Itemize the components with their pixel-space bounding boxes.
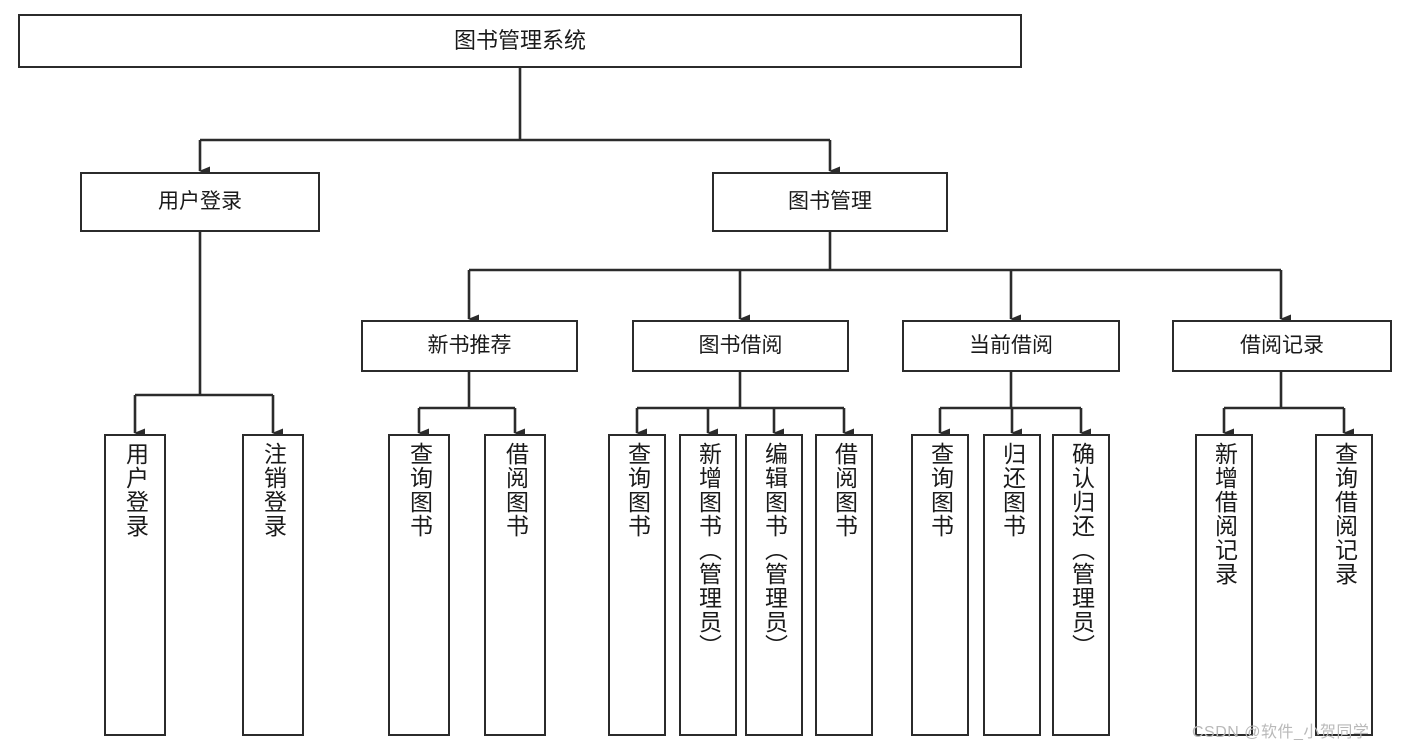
node-leaf-confirm-return-admin[interactable]: 确认归还（管理员） — [1052, 434, 1110, 736]
node-root[interactable]: 图书管理系统 — [18, 14, 1022, 68]
node-new-book-recommend-label: 新书推荐 — [427, 333, 512, 357]
node-leaf-query-borrow-record[interactable]: 查询借阅记录 — [1315, 434, 1373, 736]
node-leaf-user-login[interactable]: 用户登录 — [104, 434, 166, 736]
node-leaf-query-book-1[interactable]: 查询图书 — [388, 434, 450, 736]
node-leaf-borrow-book-1[interactable]: 借阅图书 — [484, 434, 546, 736]
node-book-manage[interactable]: 图书管理 — [712, 172, 948, 232]
node-book-manage-label: 图书管理 — [788, 189, 872, 213]
node-leaf-return-book[interactable]: 归还图书 — [983, 434, 1041, 736]
node-root-label: 图书管理系统 — [453, 28, 586, 54]
node-leaf-add-borrow-record-label: 新增借阅记录 — [1211, 442, 1238, 586]
node-leaf-borrow-book-1-label: 借阅图书 — [502, 442, 529, 538]
node-leaf-user-login-label: 用户登录 — [122, 442, 149, 538]
node-leaf-query-book-1-label: 查询图书 — [406, 442, 433, 538]
node-user-login[interactable]: 用户登录 — [80, 172, 320, 232]
node-leaf-confirm-return-admin-label: 确认归还（管理员） — [1068, 442, 1095, 658]
node-borrow-record[interactable]: 借阅记录 — [1172, 320, 1392, 372]
node-leaf-query-book-2[interactable]: 查询图书 — [608, 434, 666, 736]
watermark-text: CSDN @软件_小贺同学 — [1192, 724, 1370, 741]
node-leaf-return-book-label: 归还图书 — [999, 442, 1026, 538]
node-leaf-borrow-book-2-label: 借阅图书 — [831, 442, 858, 538]
node-borrow-record-label: 借阅记录 — [1240, 333, 1324, 357]
node-leaf-edit-book-admin[interactable]: 编辑图书（管理员） — [745, 434, 803, 736]
node-leaf-borrow-book-2[interactable]: 借阅图书 — [815, 434, 873, 736]
node-leaf-query-book-3[interactable]: 查询图书 — [911, 434, 969, 736]
node-user-login-label: 用户登录 — [158, 189, 242, 213]
node-current-borrow-label: 当前借阅 — [969, 333, 1053, 357]
node-leaf-add-book-admin[interactable]: 新增图书（管理员） — [679, 434, 737, 736]
node-leaf-add-borrow-record[interactable]: 新增借阅记录 — [1195, 434, 1253, 736]
node-leaf-logout[interactable]: 注销登录 — [242, 434, 304, 736]
node-current-borrow[interactable]: 当前借阅 — [902, 320, 1120, 372]
node-leaf-add-book-admin-label: 新增图书（管理员） — [695, 442, 722, 658]
node-leaf-query-book-2-label: 查询图书 — [624, 442, 651, 538]
node-leaf-query-book-3-label: 查询图书 — [927, 442, 954, 538]
node-leaf-logout-label: 注销登录 — [260, 442, 287, 538]
node-book-borrow-label: 图书借阅 — [698, 333, 783, 357]
node-book-borrow[interactable]: 图书借阅 — [632, 320, 849, 372]
node-leaf-query-borrow-record-label: 查询借阅记录 — [1331, 442, 1358, 586]
node-new-book-recommend[interactable]: 新书推荐 — [361, 320, 578, 372]
node-leaf-edit-book-admin-label: 编辑图书（管理员） — [761, 442, 788, 658]
